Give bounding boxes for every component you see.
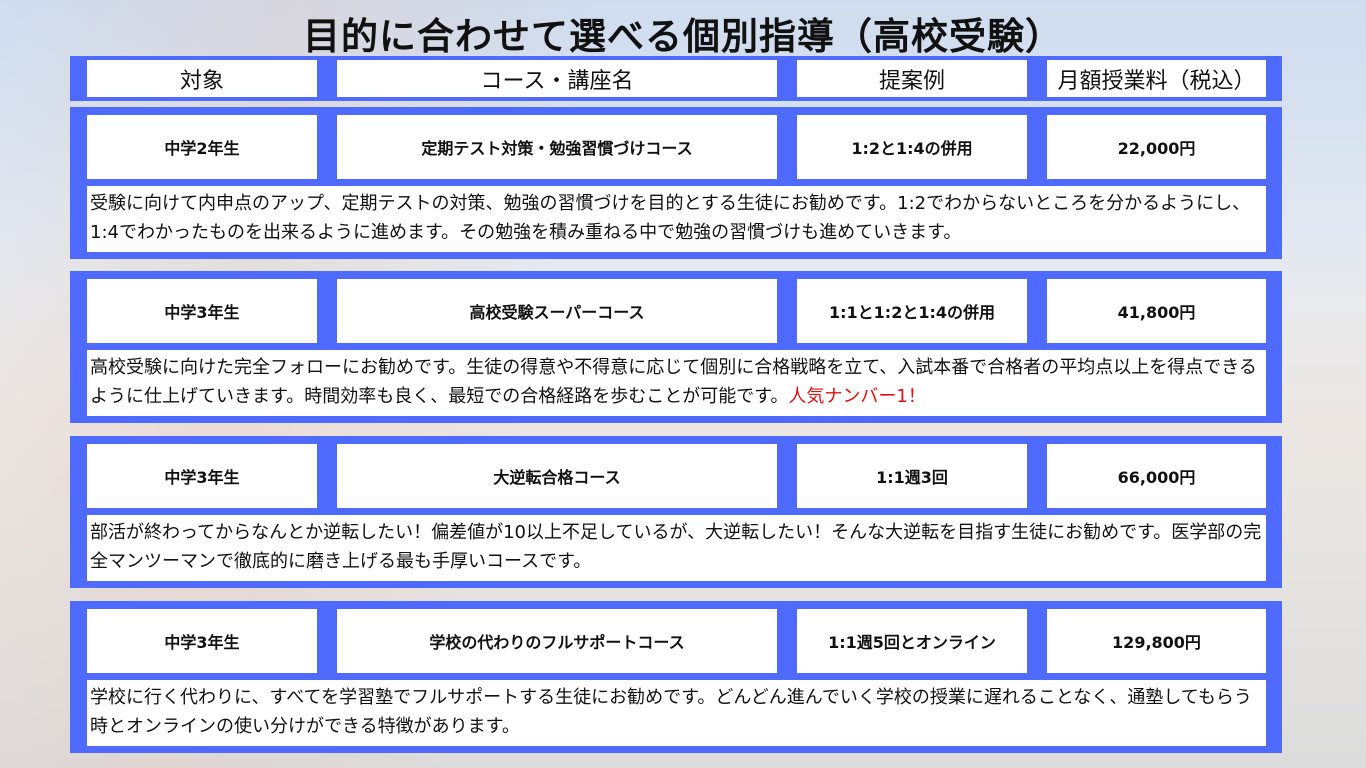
course-row: 中学3年生 学校の代わりのフルサポートコース 1:1週5回とオンライン 129,…	[70, 601, 1282, 753]
course-target: 中学2年生	[87, 115, 317, 179]
header-price: 月額授業料（税込）	[1047, 60, 1266, 97]
highlight-text: 人気ナンバー1！	[788, 386, 926, 407]
course-price: 22,000円	[1047, 115, 1266, 179]
header-example: 提案例	[797, 60, 1027, 97]
course-target: 中学3年生	[87, 444, 317, 508]
course-target: 中学3年生	[87, 279, 317, 343]
course-example: 1:1と1:2と1:4の併用	[797, 279, 1027, 343]
course-name: 定期テスト対策・勉強習慣づけコース	[337, 115, 777, 179]
course-name: 高校受験スーパーコース	[337, 279, 777, 343]
course-price: 41,800円	[1047, 279, 1266, 343]
course-name: 大逆転合格コース	[337, 444, 777, 508]
header-target: 対象	[87, 60, 317, 97]
course-row: 中学3年生 大逆転合格コース 1:1週3回 66,000円 部活が終わってからな…	[70, 436, 1282, 588]
course-price: 129,800円	[1047, 609, 1266, 673]
course-price: 66,000円	[1047, 444, 1266, 508]
course-description: 学校に行く代わりに、すべてを学習塾でフルサポートする生徒にお勧めです。どんどん進…	[87, 680, 1266, 746]
description-text: 学校に行く代わりに、すべてを学習塾でフルサポートする生徒にお勧めです。どんどん進…	[90, 687, 1252, 737]
course-example: 1:1週3回	[797, 444, 1027, 508]
course-name: 学校の代わりのフルサポートコース	[337, 609, 777, 673]
header-course: コース・講座名	[337, 60, 777, 97]
course-example: 1:1週5回とオンライン	[797, 609, 1027, 673]
course-description: 高校受験に向けた完全フォローにお勧めです。生徒の得意や不得意に応じて個別に合格戦…	[87, 350, 1266, 416]
course-target: 中学3年生	[87, 609, 317, 673]
course-row: 中学2年生 定期テスト対策・勉強習慣づけコース 1:2と1:4の併用 22,00…	[70, 107, 1282, 259]
course-description: 受験に向けて内申点のアップ、定期テストの対策、勉強の習慣づけを目的とする生徒にお…	[87, 186, 1266, 252]
description-text: 受験に向けて内申点のアップ、定期テストの対策、勉強の習慣づけを目的とする生徒にお…	[90, 193, 1251, 243]
table-header: 対象 コース・講座名 提案例 月額授業料（税込）	[70, 56, 1282, 101]
course-row: 中学3年生 高校受験スーパーコース 1:1と1:2と1:4の併用 41,800円…	[70, 271, 1282, 423]
course-example: 1:2と1:4の併用	[797, 115, 1027, 179]
description-text: 高校受験に向けた完全フォローにお勧めです。生徒の得意や不得意に応じて個別に合格戦…	[90, 357, 1257, 407]
course-description: 部活が終わってからなんとか逆転したい！偏差値が10以上不足しているが、大逆転した…	[87, 515, 1266, 581]
page-title: 目的に合わせて選べる個別指導（高校受験）	[303, 15, 1063, 58]
description-text: 部活が終わってからなんとか逆転したい！偏差値が10以上不足しているが、大逆転した…	[90, 522, 1262, 572]
